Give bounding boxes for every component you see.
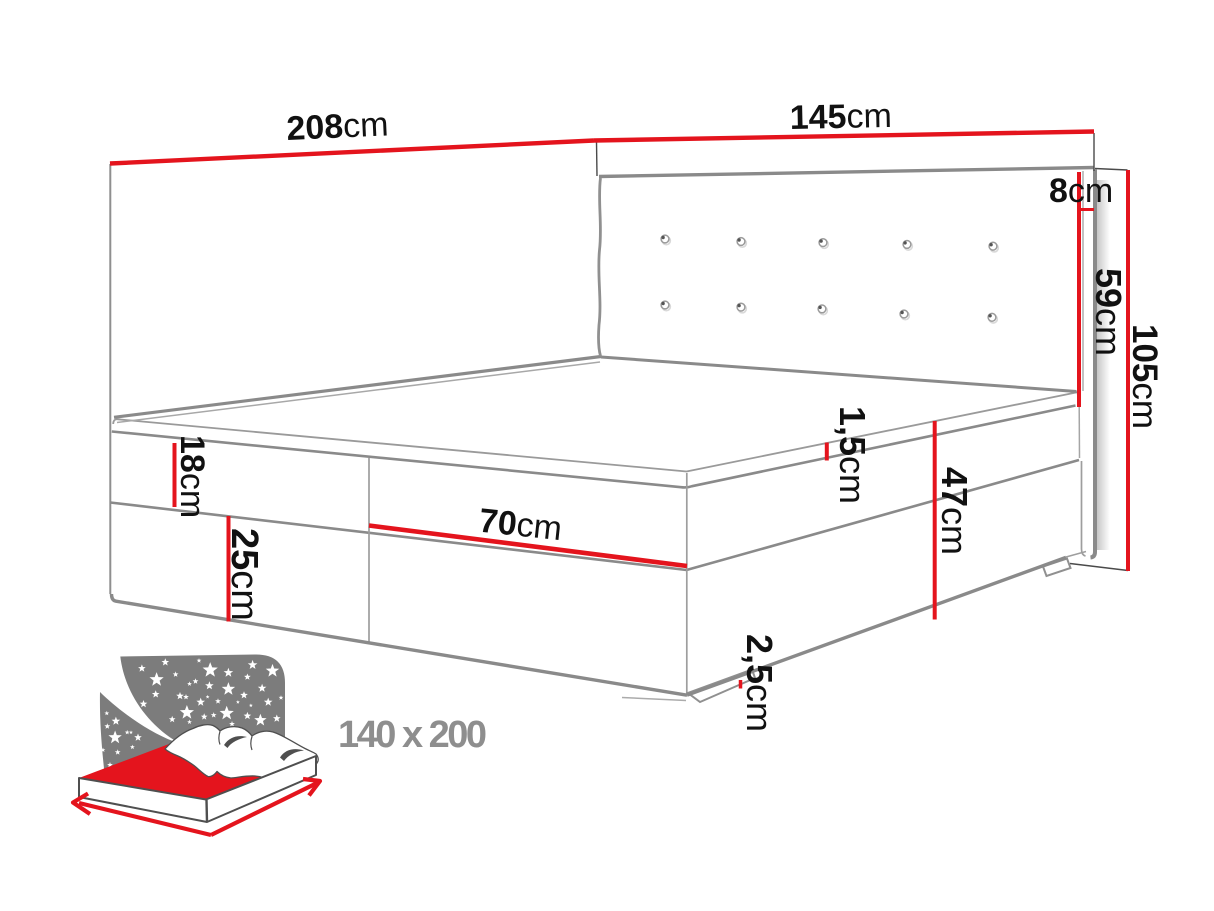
svg-text:18cm: 18cm (173, 435, 211, 518)
svg-text:25cm: 25cm (223, 528, 265, 621)
svg-text:140 x 200: 140 x 200 (338, 714, 486, 756)
svg-text:8cm: 8cm (1049, 172, 1113, 210)
svg-text:145cm: 145cm (789, 97, 892, 137)
svg-text:70cm: 70cm (477, 502, 564, 548)
svg-text:2,5cm: 2,5cm (739, 634, 780, 732)
svg-text:47cm: 47cm (934, 467, 975, 555)
svg-text:105cm: 105cm (1125, 324, 1164, 429)
svg-text:208cm: 208cm (286, 105, 390, 148)
svg-text:59cm: 59cm (1088, 268, 1129, 356)
svg-text:1,5cm: 1,5cm (832, 406, 873, 504)
